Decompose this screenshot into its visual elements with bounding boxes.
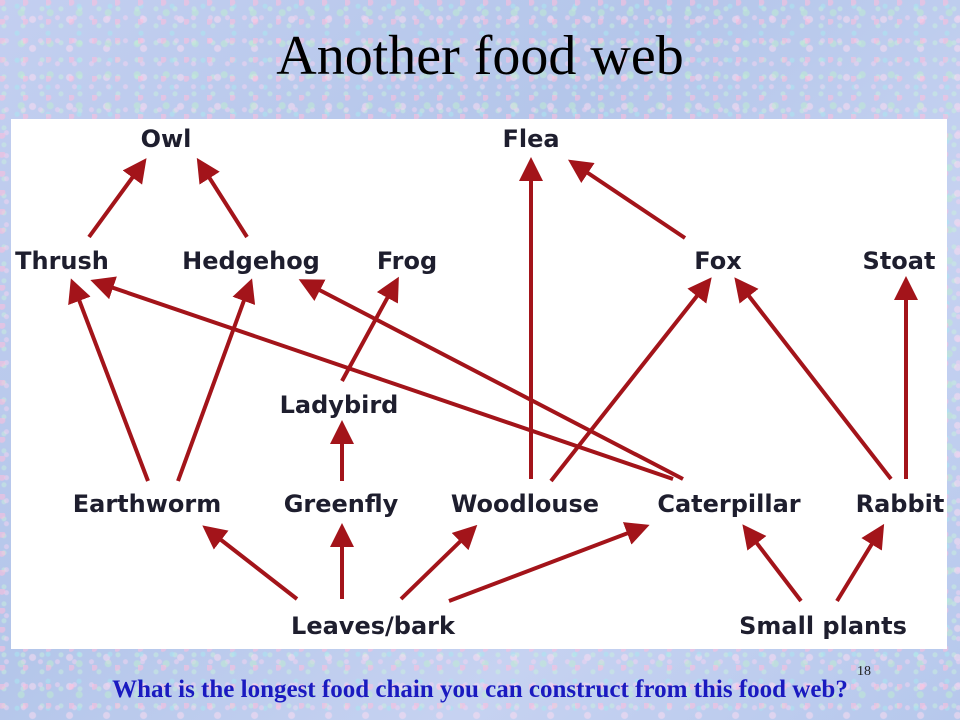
node-ladybird: Ladybird [280, 391, 399, 419]
node-owl: Owl [141, 125, 192, 153]
arrow-leaves-to-woodlouse [399, 524, 478, 601]
node-caterpillar: Caterpillar [657, 490, 800, 518]
node-leaves: Leaves/bark [291, 612, 456, 640]
node-flea: Flea [502, 125, 559, 153]
node-rabbit: Rabbit [856, 490, 945, 518]
arrow-thrush-to-owl [87, 158, 147, 239]
page-number: 18 [857, 664, 871, 679]
arrow-fox-to-flea [568, 159, 687, 240]
arrow-earthworm-to-hedgehog [176, 278, 256, 482]
node-woodlouse: Woodlouse [451, 490, 599, 518]
node-stoat: Stoat [863, 247, 936, 275]
arrow-small_plants-to-caterpillar [742, 524, 803, 603]
question-text: What is the longest food chain you can c… [112, 676, 848, 703]
arrow-ladybird-to-frog [340, 276, 399, 382]
node-earthworm: Earthworm [73, 490, 222, 518]
node-greenfly: Greenfly [284, 490, 399, 518]
arrow-earthworm-to-thrush [68, 278, 150, 482]
arrow-leaves-to-caterpillar [448, 522, 650, 603]
node-frog: Frog [377, 247, 437, 275]
arrow-small_plants-to-rabbit [835, 523, 885, 603]
arrow-caterpillar-to-thrush [90, 276, 674, 481]
arrow-caterpillar-to-hedgehog [298, 279, 684, 481]
arrow-leaves-to-earthworm [202, 525, 299, 601]
node-small-plants: Small plants [739, 612, 907, 640]
arrow-woodlouse-to-fox [549, 277, 712, 483]
arrow-rabbit-to-fox [734, 277, 893, 481]
node-thrush: Thrush [15, 247, 109, 275]
node-hedgehog: Hedgehog [182, 247, 320, 275]
arrow-hedgehog-to-owl [196, 157, 249, 239]
slide-title: Another food web [276, 25, 684, 87]
node-fox: Fox [694, 247, 742, 275]
arrows-layer [68, 157, 918, 603]
